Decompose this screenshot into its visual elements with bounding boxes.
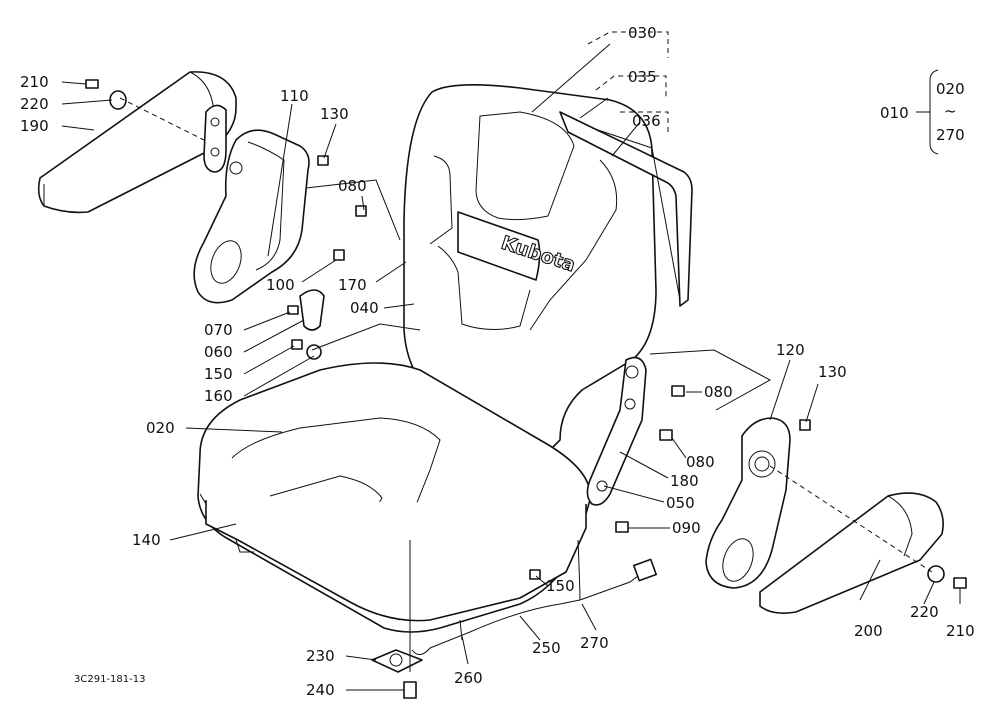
leader-lines <box>61 31 961 691</box>
seat-switch <box>371 649 423 699</box>
callout-270: 270 <box>580 634 609 652</box>
callout-100: 100 <box>266 276 295 294</box>
hardware-bolts <box>85 79 967 589</box>
callout-150-lower: 150 <box>546 577 575 595</box>
callout-080-right-lower: 080 <box>686 453 715 471</box>
callout-210-left: 210 <box>20 73 49 91</box>
group-range-start: 020 <box>936 80 965 98</box>
callout-190: 190 <box>20 117 49 135</box>
callout-160: 160 <box>204 387 233 405</box>
right-side-cover <box>705 417 791 589</box>
callout-240: 240 <box>306 681 335 699</box>
group-range-legend: 010 020 ~ 270 <box>880 80 965 144</box>
figure-code: 3C291-181-13 <box>74 674 145 685</box>
callout-036: 036 <box>632 112 661 130</box>
callout-140: 140 <box>132 531 161 549</box>
switch-harness-cable <box>411 539 657 655</box>
callout-labels: 030 035 036 210 220 190 110 130 080 170 … <box>20 24 975 699</box>
callout-060: 060 <box>204 343 233 361</box>
seat-pan <box>205 500 587 622</box>
group-range-separator: ~ <box>944 102 957 120</box>
parts-artwork <box>37 71 967 699</box>
callout-090: 090 <box>672 519 701 537</box>
callout-210-right: 210 <box>946 622 975 640</box>
seat-backrest <box>403 84 657 451</box>
callout-035: 035 <box>628 68 657 86</box>
callout-020: 020 <box>146 419 175 437</box>
left-bracket-plate <box>203 104 227 173</box>
callout-130-top: 130 <box>320 105 349 123</box>
left-side-cover <box>193 129 310 304</box>
callout-170: 170 <box>338 276 367 294</box>
callout-250: 250 <box>532 639 561 657</box>
callout-070: 070 <box>204 321 233 339</box>
callout-050: 050 <box>666 494 695 512</box>
hinge-bracket <box>586 356 647 506</box>
callout-120: 120 <box>776 341 805 359</box>
callout-180: 180 <box>670 472 699 490</box>
callout-200: 200 <box>854 622 883 640</box>
callout-150-left: 150 <box>204 365 233 383</box>
callout-230: 230 <box>306 647 335 665</box>
callout-110: 110 <box>280 87 309 105</box>
callout-130-right: 130 <box>818 363 847 381</box>
callout-260: 260 <box>454 669 483 687</box>
callout-040: 040 <box>350 299 379 317</box>
callout-030: 030 <box>628 24 657 42</box>
callout-220-left: 220 <box>20 95 49 113</box>
callout-080-right-upper: 080 <box>704 383 733 401</box>
seat-back-frame <box>559 111 693 307</box>
callout-080-top: 080 <box>338 177 367 195</box>
group-label: 010 <box>880 104 909 122</box>
group-range-end: 270 <box>936 126 965 144</box>
callout-220-right: 220 <box>910 603 939 621</box>
right-armrest-pad <box>759 492 944 614</box>
